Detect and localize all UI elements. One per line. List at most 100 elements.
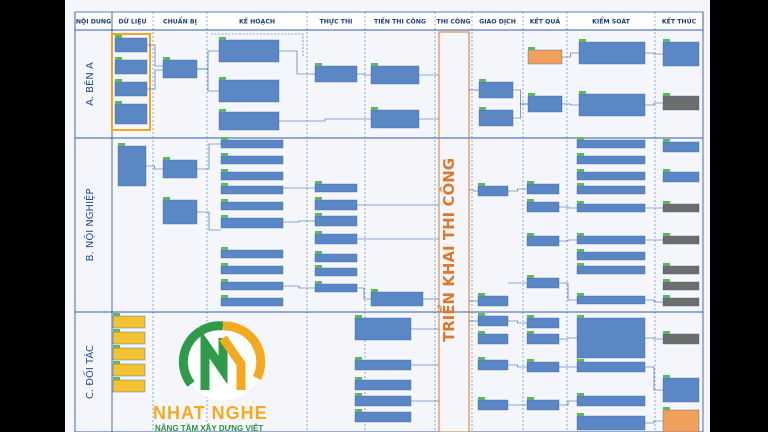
- process-step-box: [220, 297, 284, 307]
- flow-connector: [357, 73, 371, 76]
- process-step-box: [314, 65, 358, 83]
- step-tag: [221, 263, 228, 266]
- step-tag: [221, 169, 228, 172]
- process-step-box: [662, 203, 700, 213]
- step-tag: [221, 247, 228, 250]
- lane-label: C. ĐỐI TÁC: [82, 345, 96, 399]
- step-tag: [115, 57, 122, 60]
- flow-connector: [197, 50, 219, 70]
- process-step-box: [576, 203, 646, 213]
- flow-connector: [513, 103, 528, 119]
- process-step-box: [370, 291, 424, 307]
- step-tag: [113, 345, 120, 348]
- process-step-box: [370, 65, 420, 85]
- flow-connector: [357, 287, 371, 300]
- process-step-box: [218, 79, 280, 103]
- process-step-box: [526, 317, 560, 329]
- process-step-box: [576, 395, 646, 407]
- flow-connector: [283, 285, 315, 289]
- process-step-box: [662, 333, 700, 345]
- process-step-box: [220, 139, 284, 149]
- step-tag: [315, 251, 322, 254]
- step-tag: [663, 201, 670, 204]
- process-step-box: [314, 233, 358, 245]
- process-step-box: [354, 395, 412, 407]
- step-tag: [315, 63, 322, 66]
- step-tag: [355, 357, 362, 360]
- step-tag: [577, 263, 584, 266]
- process-step-box: [314, 199, 358, 211]
- process-step-box: [662, 409, 700, 432]
- lane-label: A. BÊN A: [83, 62, 96, 106]
- step-tag: [663, 233, 670, 236]
- flow-connector: [146, 165, 163, 170]
- step-tag: [478, 357, 485, 360]
- step-tag: [577, 359, 584, 362]
- process-step-box: [314, 215, 358, 227]
- flow-connector: [645, 299, 663, 303]
- process-step-box: [220, 201, 284, 211]
- flow-connector: [559, 239, 577, 242]
- column-header: KẾ HOẠCH: [239, 16, 275, 26]
- process-step-box: [218, 39, 280, 63]
- step-tag: [113, 329, 120, 332]
- step-tag: [577, 137, 584, 140]
- step-tag: [663, 263, 670, 266]
- column-header: DỮ LIỆU: [119, 17, 147, 26]
- step-tag: [528, 93, 535, 96]
- step-tag: [115, 35, 122, 38]
- process-step-box: [477, 399, 509, 411]
- step-tag: [113, 313, 120, 316]
- process-step-box: [526, 183, 560, 195]
- process-step-box: [314, 283, 358, 293]
- process-step-box: [220, 249, 284, 259]
- process-step-box: [162, 59, 198, 79]
- process-step-box: [662, 377, 700, 403]
- process-step-box: [576, 317, 646, 359]
- logo-tagline: NÂNG TẦM XÂY DỰNG VIỆT: [155, 424, 264, 432]
- step-tag: [163, 197, 170, 200]
- step-tag: [663, 139, 670, 142]
- process-step-box: [662, 297, 700, 307]
- process-step-box: [478, 81, 514, 99]
- lane-label: B. NỘI NGHIỆP: [83, 189, 96, 262]
- flow-connector: [513, 89, 528, 105]
- process-step-box: [370, 109, 420, 129]
- flow-connector: [283, 220, 315, 223]
- step-tag: [478, 293, 485, 296]
- step-tag: [163, 157, 170, 160]
- step-tag: [478, 397, 485, 400]
- step-tag: [527, 181, 534, 184]
- process-step-box: [526, 235, 560, 247]
- column-header: THI CÔNG: [437, 17, 471, 26]
- step-tag: [479, 107, 486, 110]
- process-step-box: [354, 317, 412, 341]
- process-step-box: [576, 171, 646, 181]
- step-tag: [527, 359, 534, 362]
- step-tag: [577, 153, 584, 156]
- step-tag: [478, 183, 485, 186]
- step-tag: [579, 91, 586, 94]
- step-tag: [219, 77, 226, 80]
- process-step-box: [117, 145, 147, 187]
- process-step-box: [218, 111, 280, 131]
- step-tag: [663, 93, 670, 96]
- process-step-box: [576, 295, 646, 305]
- process-step-box: [662, 41, 700, 67]
- process-step-box: [354, 359, 412, 371]
- process-step-box: [526, 333, 560, 345]
- process-step-box: [576, 265, 646, 275]
- column-header: KẾT QUẢ: [530, 16, 561, 26]
- process-step-box: [112, 331, 146, 345]
- flow-connector: [197, 68, 219, 92]
- flow-connector: [508, 320, 527, 324]
- step-tag: [577, 293, 584, 296]
- process-step-box: [576, 139, 646, 149]
- process-step-box: [578, 41, 646, 65]
- flow-connector: [147, 44, 163, 67]
- process-step-box: [576, 235, 646, 245]
- flow-connector: [645, 366, 663, 391]
- process-step-box: [578, 93, 646, 117]
